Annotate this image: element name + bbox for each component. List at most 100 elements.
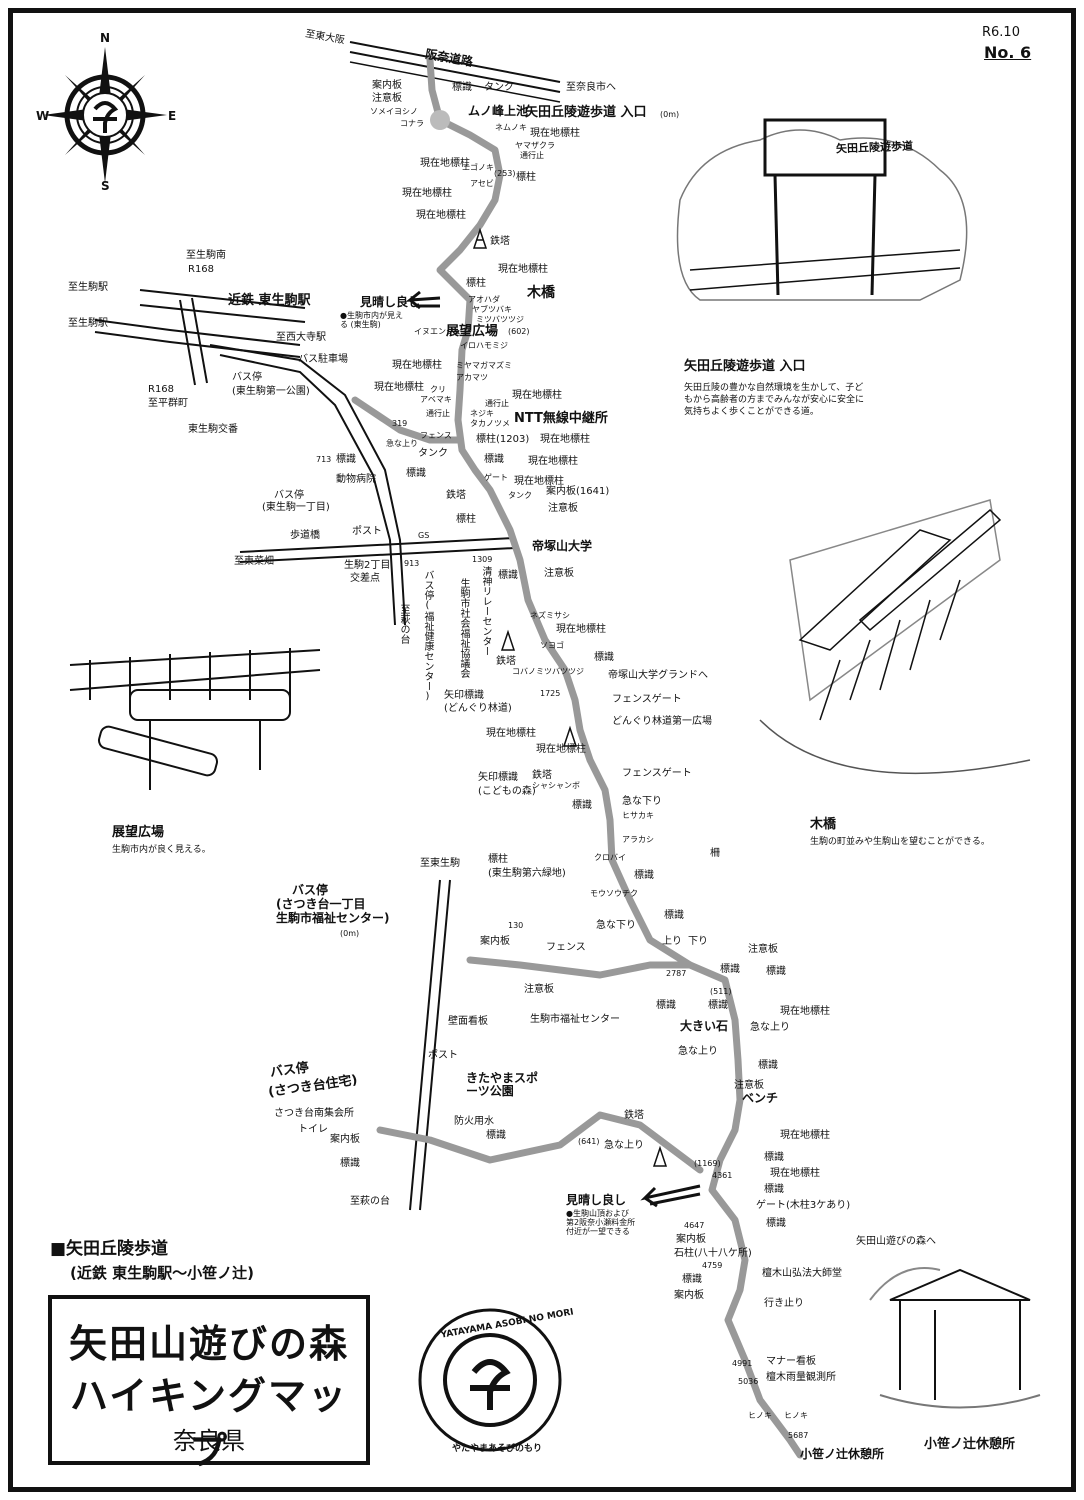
label: (0m) (340, 929, 360, 938)
label: 標柱 (466, 278, 486, 289)
label: 近鉄 東生駒駅 (228, 293, 311, 308)
label: 鉄塔 (496, 656, 516, 667)
label: 案内板 (674, 1290, 704, 1301)
label: 4991 (732, 1359, 753, 1368)
label: 標識 (656, 1000, 676, 1011)
title-box: 矢田山遊びの森 ハイキングマップ 奈良県 (48, 1295, 370, 1473)
label: 913 (404, 559, 420, 568)
label: 通行止 (485, 399, 509, 408)
label: 矢田山遊びの森へ (856, 1236, 936, 1247)
label: 現在地標柱 (402, 188, 452, 199)
bench-illustration (69, 648, 321, 790)
prefecture: 奈良県 (173, 1427, 245, 1455)
label: (こどもの森) (478, 786, 536, 797)
label: 案内板 (330, 1134, 360, 1145)
label: ベンチ (742, 1091, 779, 1105)
label: きたやまスポーツ公園 (466, 1071, 539, 1099)
label: 2787 (666, 969, 687, 978)
label: イヌエンジュ (414, 327, 462, 336)
label: 急な上り (604, 1140, 644, 1151)
label: 案内板(1641) (546, 486, 610, 497)
label: 矢田丘陵遊歩道 入口 (525, 105, 647, 120)
compass-w: W (36, 109, 50, 123)
label: 柵 (710, 848, 720, 859)
label: ヤマザクラ (515, 141, 555, 150)
label: 交差点 (350, 573, 380, 584)
label: (さつき台一丁目 (276, 897, 366, 911)
label: 標柱 (488, 854, 508, 865)
label: 通行止 (520, 151, 544, 160)
label: 1309 (472, 555, 493, 564)
label: 標柱 (456, 514, 476, 525)
rest-house-illustration (869, 1267, 1041, 1409)
label: 標識 (486, 1130, 506, 1141)
label: 檀木山弘法大師堂 (762, 1268, 842, 1279)
label: NTT無線中継所 (514, 411, 608, 426)
compass-s: S (101, 179, 110, 193)
label: クリ (430, 385, 446, 394)
label: 現在地標柱 (420, 158, 470, 169)
label: ゲート(木柱3ケあり) (756, 1200, 851, 1211)
label: ネズミサシ (530, 611, 570, 620)
label: R168 (188, 264, 215, 275)
label: 至平群町 (148, 398, 188, 409)
label: 現在地標柱 (416, 210, 466, 221)
label: 130 (508, 921, 524, 930)
label: 鉄塔 (532, 770, 552, 781)
label: バス停(福祉健康センター) (422, 570, 433, 702)
label: ネジキ (470, 409, 494, 418)
label: アベマキ (420, 395, 452, 404)
hiking-trail (351, 56, 804, 1459)
label: 現在地標柱 (540, 434, 590, 445)
label: 急な下り (622, 796, 662, 807)
label: 現在地標柱 (528, 456, 578, 467)
label: 標識 (764, 1184, 784, 1195)
label: 至萩の台 (398, 604, 409, 644)
label: シャシャンボ (532, 781, 580, 790)
label: バス駐車場 (298, 354, 348, 365)
label: 標識 (664, 910, 684, 921)
compass-n: N (100, 31, 111, 45)
label: 標識 (484, 454, 504, 465)
label: 生駒市福祉センター (530, 1014, 620, 1025)
label: ヤブツバキ (472, 305, 512, 314)
label: アラカシ (622, 835, 654, 844)
label: 檀木雨量観測所 (766, 1372, 836, 1383)
label: バス停 (292, 883, 329, 897)
label: 至生駒南 (186, 250, 226, 261)
label: 急な上り (750, 1022, 790, 1033)
label: イロハモミジ (460, 341, 508, 350)
label: 生駒市福祉センター) (276, 911, 390, 925)
label: 現在地標柱 (512, 390, 562, 401)
label: 標識 (766, 966, 786, 977)
label: 矢印標識 (444, 690, 484, 701)
plaza-desc: 生駒市内が良く見える。 (112, 845, 211, 855)
label: 展望広場 (446, 324, 499, 339)
label: 5036 (738, 1377, 759, 1386)
label: クロバイ (594, 853, 626, 862)
label: 石柱(八十八ケ所) (674, 1248, 752, 1259)
label: ミツバツツジ (476, 315, 524, 324)
label: アオハダ (468, 295, 500, 304)
label: 鉄塔 (446, 490, 466, 501)
label: 5687 (788, 1431, 809, 1440)
label: 至萩の台 (350, 1196, 390, 1207)
label: 現在地標柱 (536, 744, 586, 755)
label: 標識 (758, 1060, 778, 1071)
viewpoint-arrow-icon (405, 290, 701, 1208)
label: 矢印標識 (478, 772, 518, 783)
label: エゴノキ (462, 163, 494, 172)
label: 至生駒駅 (68, 282, 108, 293)
label: 至東菜畑 (234, 556, 274, 567)
label: 至奈良市へ (566, 82, 616, 93)
label: ムノ峰上池 (468, 104, 529, 118)
map-frame (8, 8, 1076, 1492)
label: 東生駒交番 (188, 424, 238, 435)
bridge-caption: 木橋 (810, 817, 837, 832)
label: 生駒2丁目 (344, 560, 391, 571)
label: ヒノキ (748, 1411, 772, 1420)
label: 現在地標柱 (392, 360, 442, 371)
label: 標識 (634, 870, 654, 881)
label: ポスト (352, 526, 382, 537)
label: (1169) (694, 1159, 721, 1168)
